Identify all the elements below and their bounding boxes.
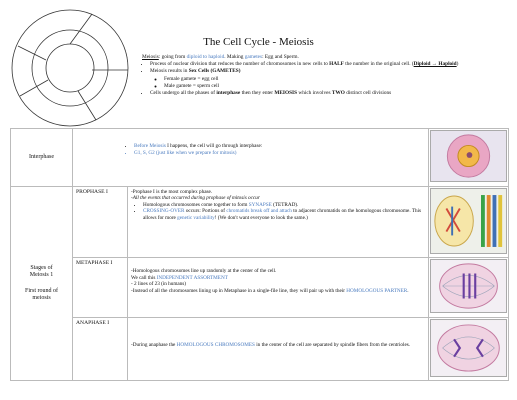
metaphase-cell-image — [430, 259, 507, 314]
prophase-label: PROPHASE I — [72, 185, 128, 259]
metaphase-image-cell — [428, 257, 509, 318]
prophase-image-cell — [428, 185, 509, 259]
interphase-label: Interphase — [10, 128, 73, 187]
prophase-cell-image — [430, 187, 507, 254]
page-title: The Cell Cycle - Meiosis — [203, 36, 314, 48]
metaphase-label: METAPHASE I — [72, 257, 128, 318]
metaphase-description: -Homologous chromosomes line up randomly… — [127, 257, 429, 318]
intro-bullet: Cells undergo all the phases of interpha… — [150, 90, 507, 97]
table-row: METAPHASE I -Homologous chromosomes line… — [11, 257, 509, 318]
intro-subbullet: Female gamete = egg cell — [164, 76, 507, 83]
meiosis-table: Interphase Before Meiosis I happens, the… — [10, 128, 509, 382]
intro-bullet: Meiosis results in Sex Cells (GAMETES) F… — [150, 68, 507, 90]
meiosis-definition: Meiosis: going from diploid to haploid. … — [142, 54, 299, 60]
intro-subbullet: Male gamete = sperm cell — [164, 83, 507, 90]
cell-cycle-diagram — [11, 9, 129, 127]
anaphase-image-cell — [428, 316, 509, 382]
anaphase-description: -During anaphase the HOMOLOGOUS CHROMOSO… — [127, 316, 429, 382]
interphase-image-cell — [428, 128, 509, 187]
table-row: Stages of Meiosis 1 First round of meios… — [10, 185, 509, 382]
anaphase-cell-image — [430, 318, 507, 377]
interphase-description: Before Meiosis I happens, the cell will … — [72, 128, 429, 187]
anaphase-label: ANAPHASE I — [72, 316, 128, 382]
interphase-cell-image — [430, 130, 507, 182]
prophase-description: -Prophase I is the most complex phase. -… — [127, 185, 429, 259]
table-row: ANAPHASE I -During anaphase the HOMOLOGO… — [11, 316, 509, 382]
stages-label: Stages of Meiosis 1 First round of meios… — [10, 185, 73, 382]
intro-text: Meiosis: going from diploid to haploid. … — [142, 54, 507, 97]
intro-bullet: Process of nuclear division that reduces… — [150, 61, 507, 68]
table-row: Interphase Before Meiosis I happens, the… — [10, 128, 509, 187]
